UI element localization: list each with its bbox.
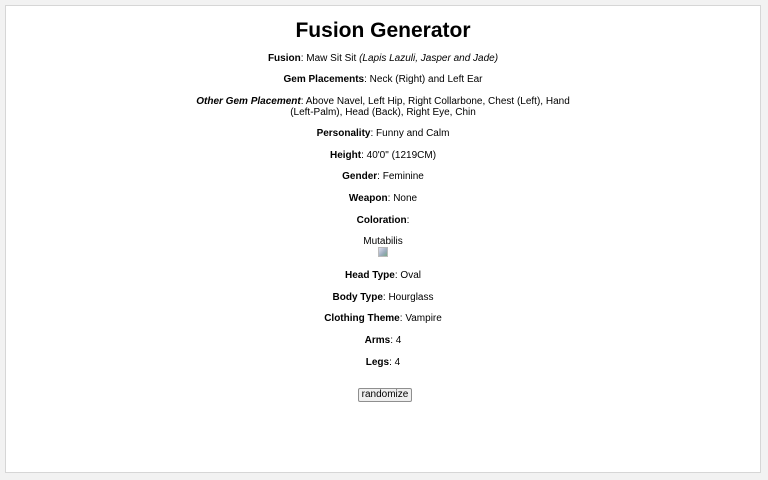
gem-placements-value: Neck (Right) and Left Ear bbox=[369, 74, 483, 85]
clothing-theme-label: Clothing Theme bbox=[324, 313, 400, 324]
fusion-value: Maw Sit Sit bbox=[306, 53, 357, 64]
other-gem-placement-label: Other Gem Placement bbox=[196, 96, 301, 107]
legs-label: Legs bbox=[365, 357, 390, 368]
head-type-label: Head Type bbox=[345, 270, 395, 281]
head-type-value: Oval bbox=[400, 270, 421, 281]
gem-placements-label: Gem Placements bbox=[283, 74, 365, 85]
gender-value: Feminine bbox=[382, 171, 424, 182]
body-type-label: Body Type bbox=[332, 292, 383, 303]
arms-value: 4 bbox=[395, 335, 402, 346]
coloration-value-row: Mutabilis bbox=[6, 236, 760, 258]
gem-placements-row: Gem Placements: Neck (Right) and Left Ea… bbox=[6, 74, 760, 85]
personality-value: Funny and Calm bbox=[376, 128, 450, 139]
gender-row: Gender: Feminine bbox=[6, 171, 760, 182]
separator: : bbox=[394, 270, 401, 281]
weapon-value: None bbox=[393, 193, 418, 204]
separator: : bbox=[382, 292, 389, 303]
page: Fusion Generator Fusion: Maw Sit Sit (La… bbox=[5, 5, 761, 473]
weapon-label: Weapon bbox=[348, 193, 388, 204]
separator: : bbox=[399, 313, 406, 324]
separator: : bbox=[390, 335, 396, 346]
coloration-value: Mutabilis bbox=[363, 236, 403, 247]
height-label: Height bbox=[329, 150, 362, 161]
other-gem-placement-value: Above Navel, Left Hip, Right Collarbone,… bbox=[290, 96, 570, 118]
fusion-components: (Lapis Lazuli, Jasper and Jade) bbox=[359, 53, 499, 64]
clothing-theme-value: Vampire bbox=[405, 313, 442, 324]
coloration-row: Coloration: bbox=[6, 215, 760, 226]
randomize-button[interactable]: randomize bbox=[358, 388, 412, 402]
separator: : bbox=[387, 193, 394, 204]
gender-label: Gender bbox=[342, 171, 378, 182]
body-type-value: Hourglass bbox=[388, 292, 434, 303]
separator: : bbox=[364, 74, 370, 85]
other-gem-placement-row: Other Gem Placement: Above Navel, Left H… bbox=[6, 96, 760, 118]
separator: : bbox=[406, 215, 410, 226]
separator: : bbox=[377, 171, 383, 182]
separator: : bbox=[300, 96, 306, 107]
separator: : bbox=[370, 128, 377, 139]
separator: : bbox=[361, 150, 367, 161]
personality-row: Personality: Funny and Calm bbox=[6, 128, 760, 139]
height-value: 40'0" (1219CM) bbox=[366, 150, 437, 161]
arms-row: Arms: 4 bbox=[6, 335, 760, 346]
height-row: Height: 40'0" (1219CM) bbox=[6, 150, 760, 161]
legs-row: Legs: 4 bbox=[6, 357, 760, 368]
broken-image-icon bbox=[378, 247, 388, 257]
fusion-label: Fusion bbox=[267, 53, 301, 64]
page-title: Fusion Generator bbox=[295, 19, 471, 42]
clothing-theme-row: Clothing Theme: Vampire bbox=[6, 313, 760, 324]
fusion-row: Fusion: Maw Sit Sit (Lapis Lazuli, Jaspe… bbox=[6, 53, 760, 64]
weapon-row: Weapon: None bbox=[6, 193, 760, 204]
coloration-label: Coloration bbox=[356, 215, 407, 226]
head-type-row: Head Type: Oval bbox=[6, 270, 760, 281]
arms-label: Arms bbox=[364, 335, 391, 346]
body-type-row: Body Type: Hourglass bbox=[6, 292, 760, 303]
separator: : bbox=[389, 357, 395, 368]
legs-value: 4 bbox=[394, 357, 401, 368]
personality-label: Personality bbox=[316, 128, 371, 139]
separator: : bbox=[300, 53, 307, 64]
